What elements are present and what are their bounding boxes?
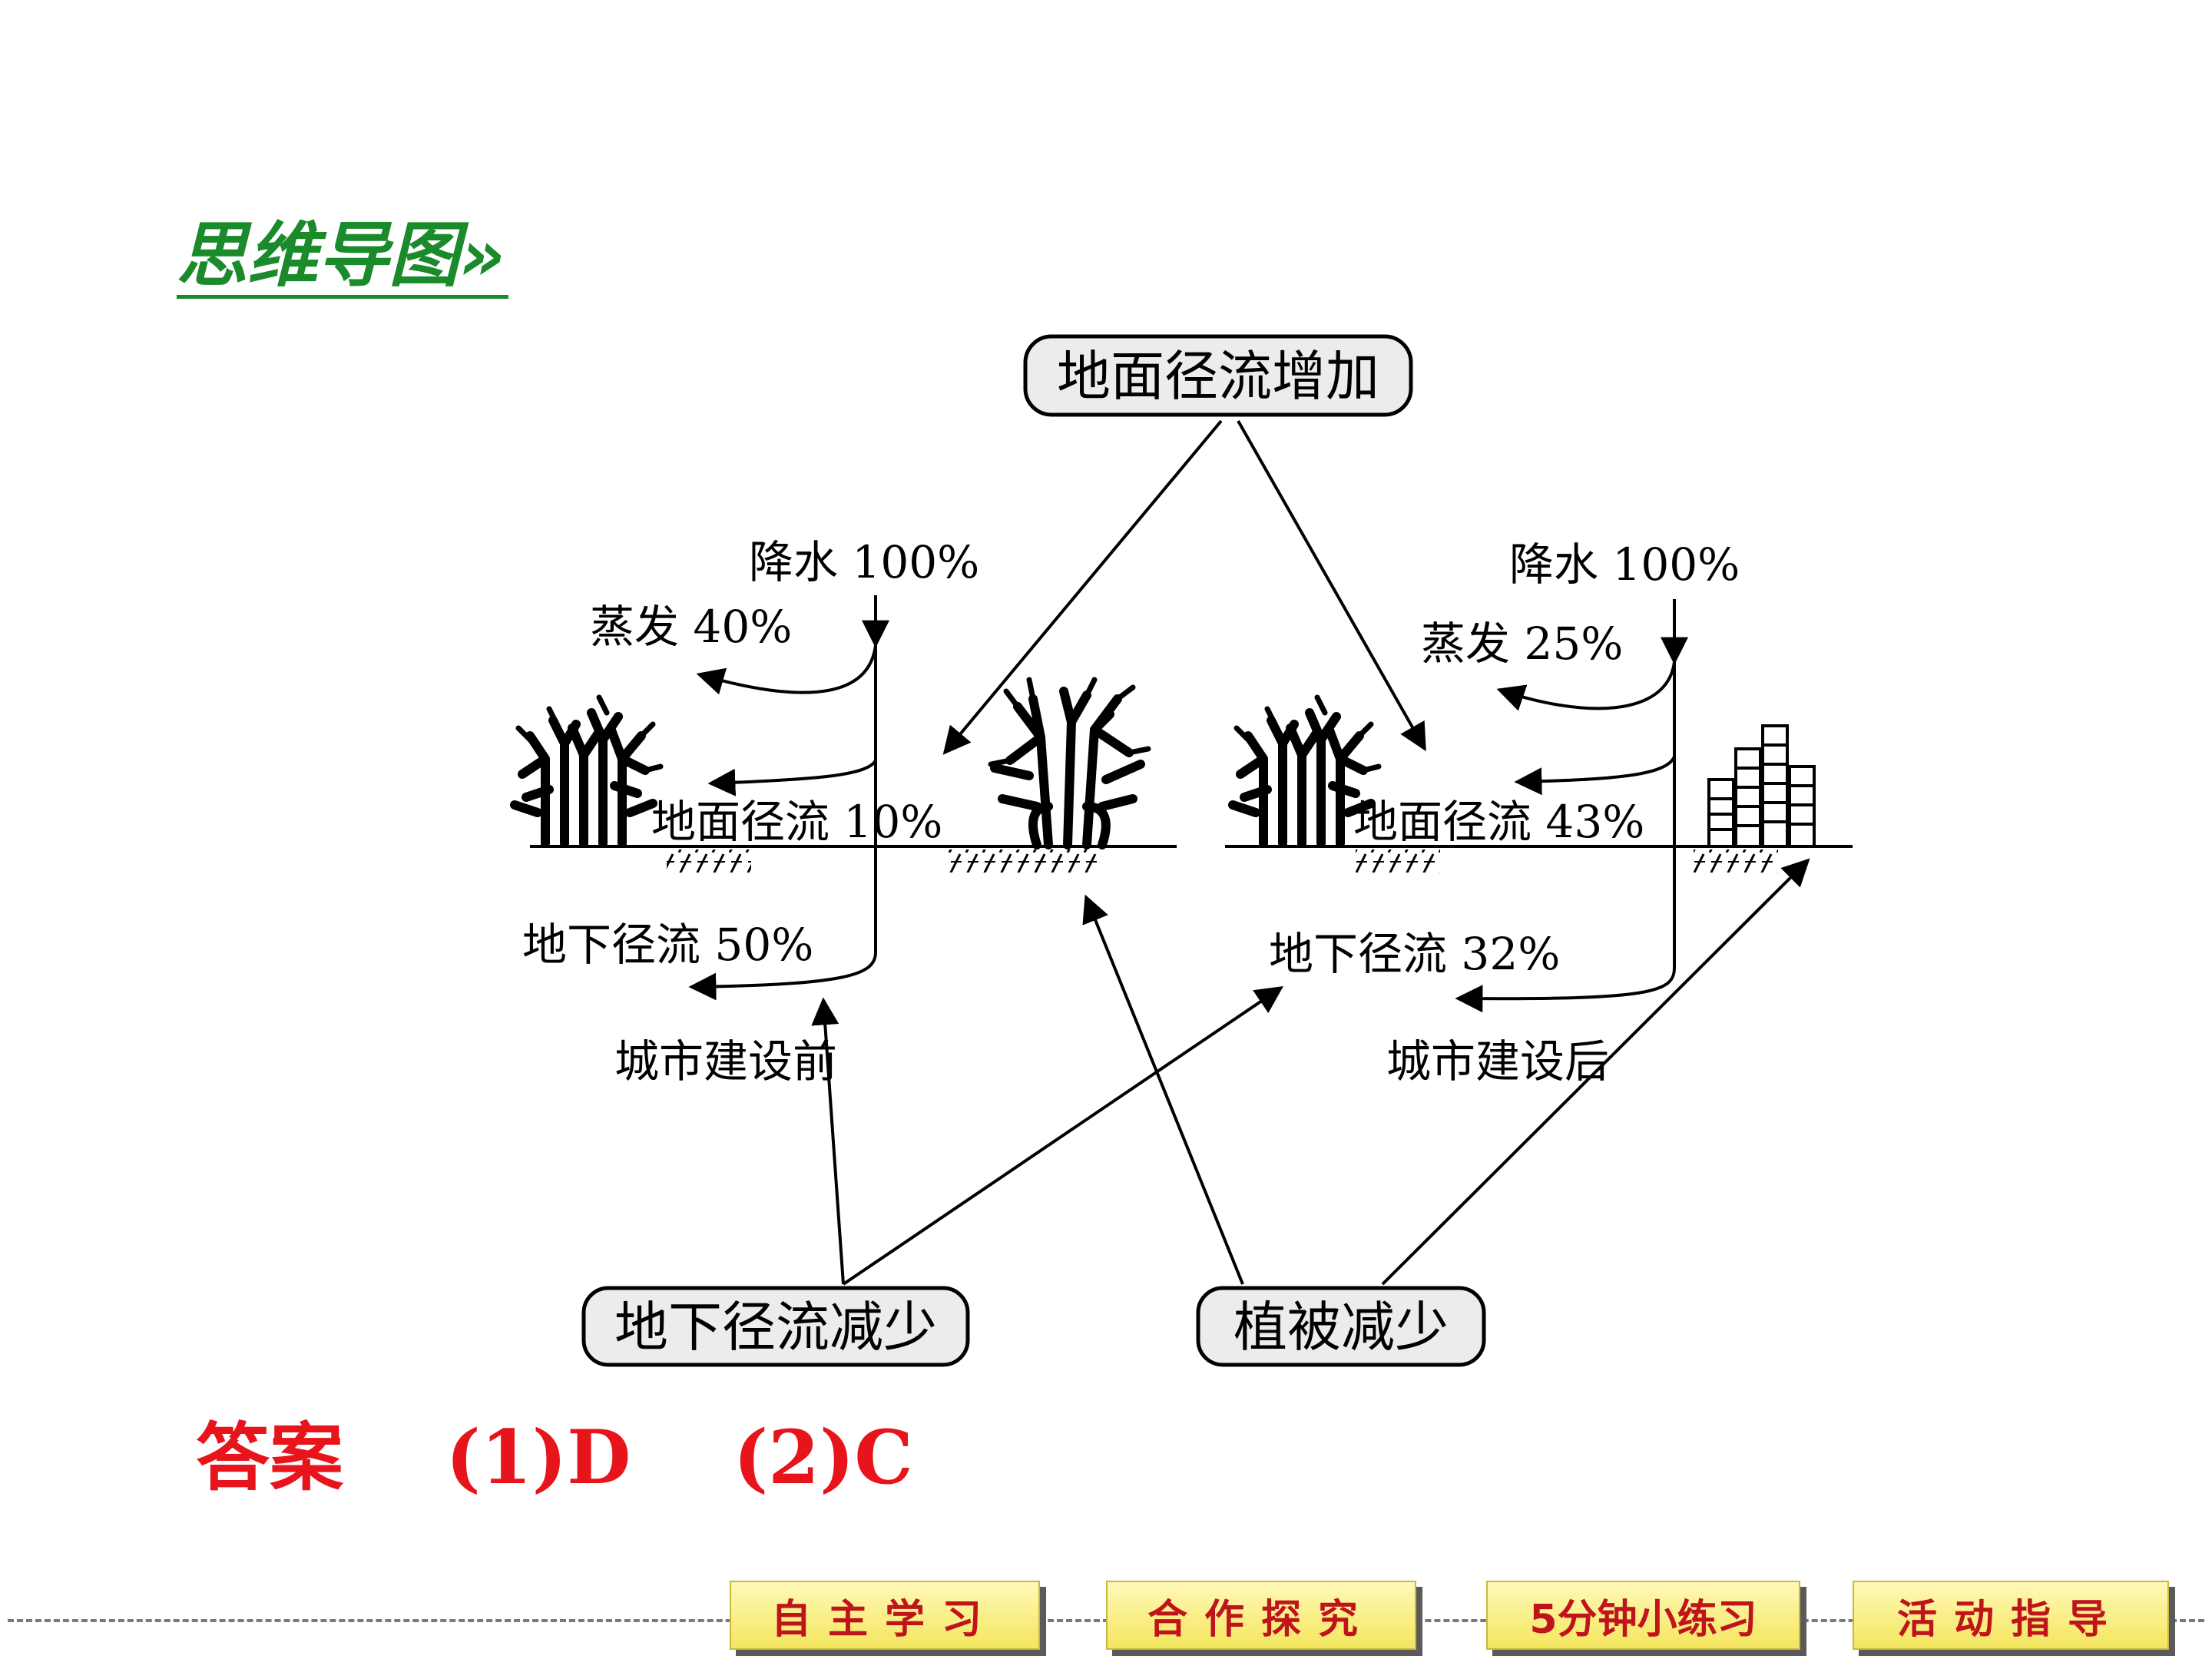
bottom-nav: 自主学习 合作探究 5分钟小练习 活动指导 bbox=[0, 1581, 2212, 1657]
nav-self-study-button[interactable]: 自主学习 bbox=[730, 1581, 1040, 1650]
answer-part-2: (2)C bbox=[733, 1414, 913, 1501]
box-surface-runoff-increase: 地面径流增加 bbox=[1023, 334, 1413, 417]
after-underground-runoff: 地下径流 32% bbox=[1269, 928, 1560, 980]
svg-text:植被减少: 植被减少 bbox=[1233, 1296, 1449, 1359]
before-surface-runoff: 地面径流 10% bbox=[651, 796, 942, 848]
nav-cooperative-inquiry-button[interactable]: 合作探究 bbox=[1106, 1581, 1416, 1650]
answer-line: 答案 (1)D (2)C bbox=[196, 1398, 990, 1505]
before-precipitation: 降水 100% bbox=[749, 536, 979, 588]
runoff-diagram: 地面径流增加 地下径流减少 植被减少 降水 100% 蒸发 40% 地面径流 1… bbox=[0, 334, 1853, 1367]
before-evaporation: 蒸发 40% bbox=[590, 601, 792, 653]
nav-activity-guide-button[interactable]: 活动指导 bbox=[1853, 1581, 2169, 1650]
nav-five-minute-practice-button[interactable]: 5分钟小练习 bbox=[1486, 1581, 1800, 1650]
before-underground-runoff: 地下径流 50% bbox=[522, 919, 813, 971]
before-caption: 城市建设前 bbox=[614, 1035, 837, 1088]
svg-text:地面径流增加: 地面径流增加 bbox=[1057, 345, 1379, 408]
slide-title: 思维导图» bbox=[177, 218, 508, 299]
after-caption: 城市建设后 bbox=[1386, 1035, 1609, 1088]
svg-text:地下径流减少: 地下径流减少 bbox=[614, 1296, 937, 1359]
box-underground-runoff-decrease: 地下径流减少 bbox=[581, 1286, 970, 1367]
answer-label: 答案 bbox=[196, 1414, 343, 1501]
after-precipitation: 降水 100% bbox=[1509, 538, 1740, 591]
box-vegetation-decrease: 植被减少 bbox=[1196, 1286, 1486, 1367]
answer-part-1: (1)D bbox=[445, 1414, 631, 1501]
after-surface-runoff: 地面径流 43% bbox=[1353, 796, 1644, 848]
after-evaporation: 蒸发 25% bbox=[1421, 618, 1623, 670]
